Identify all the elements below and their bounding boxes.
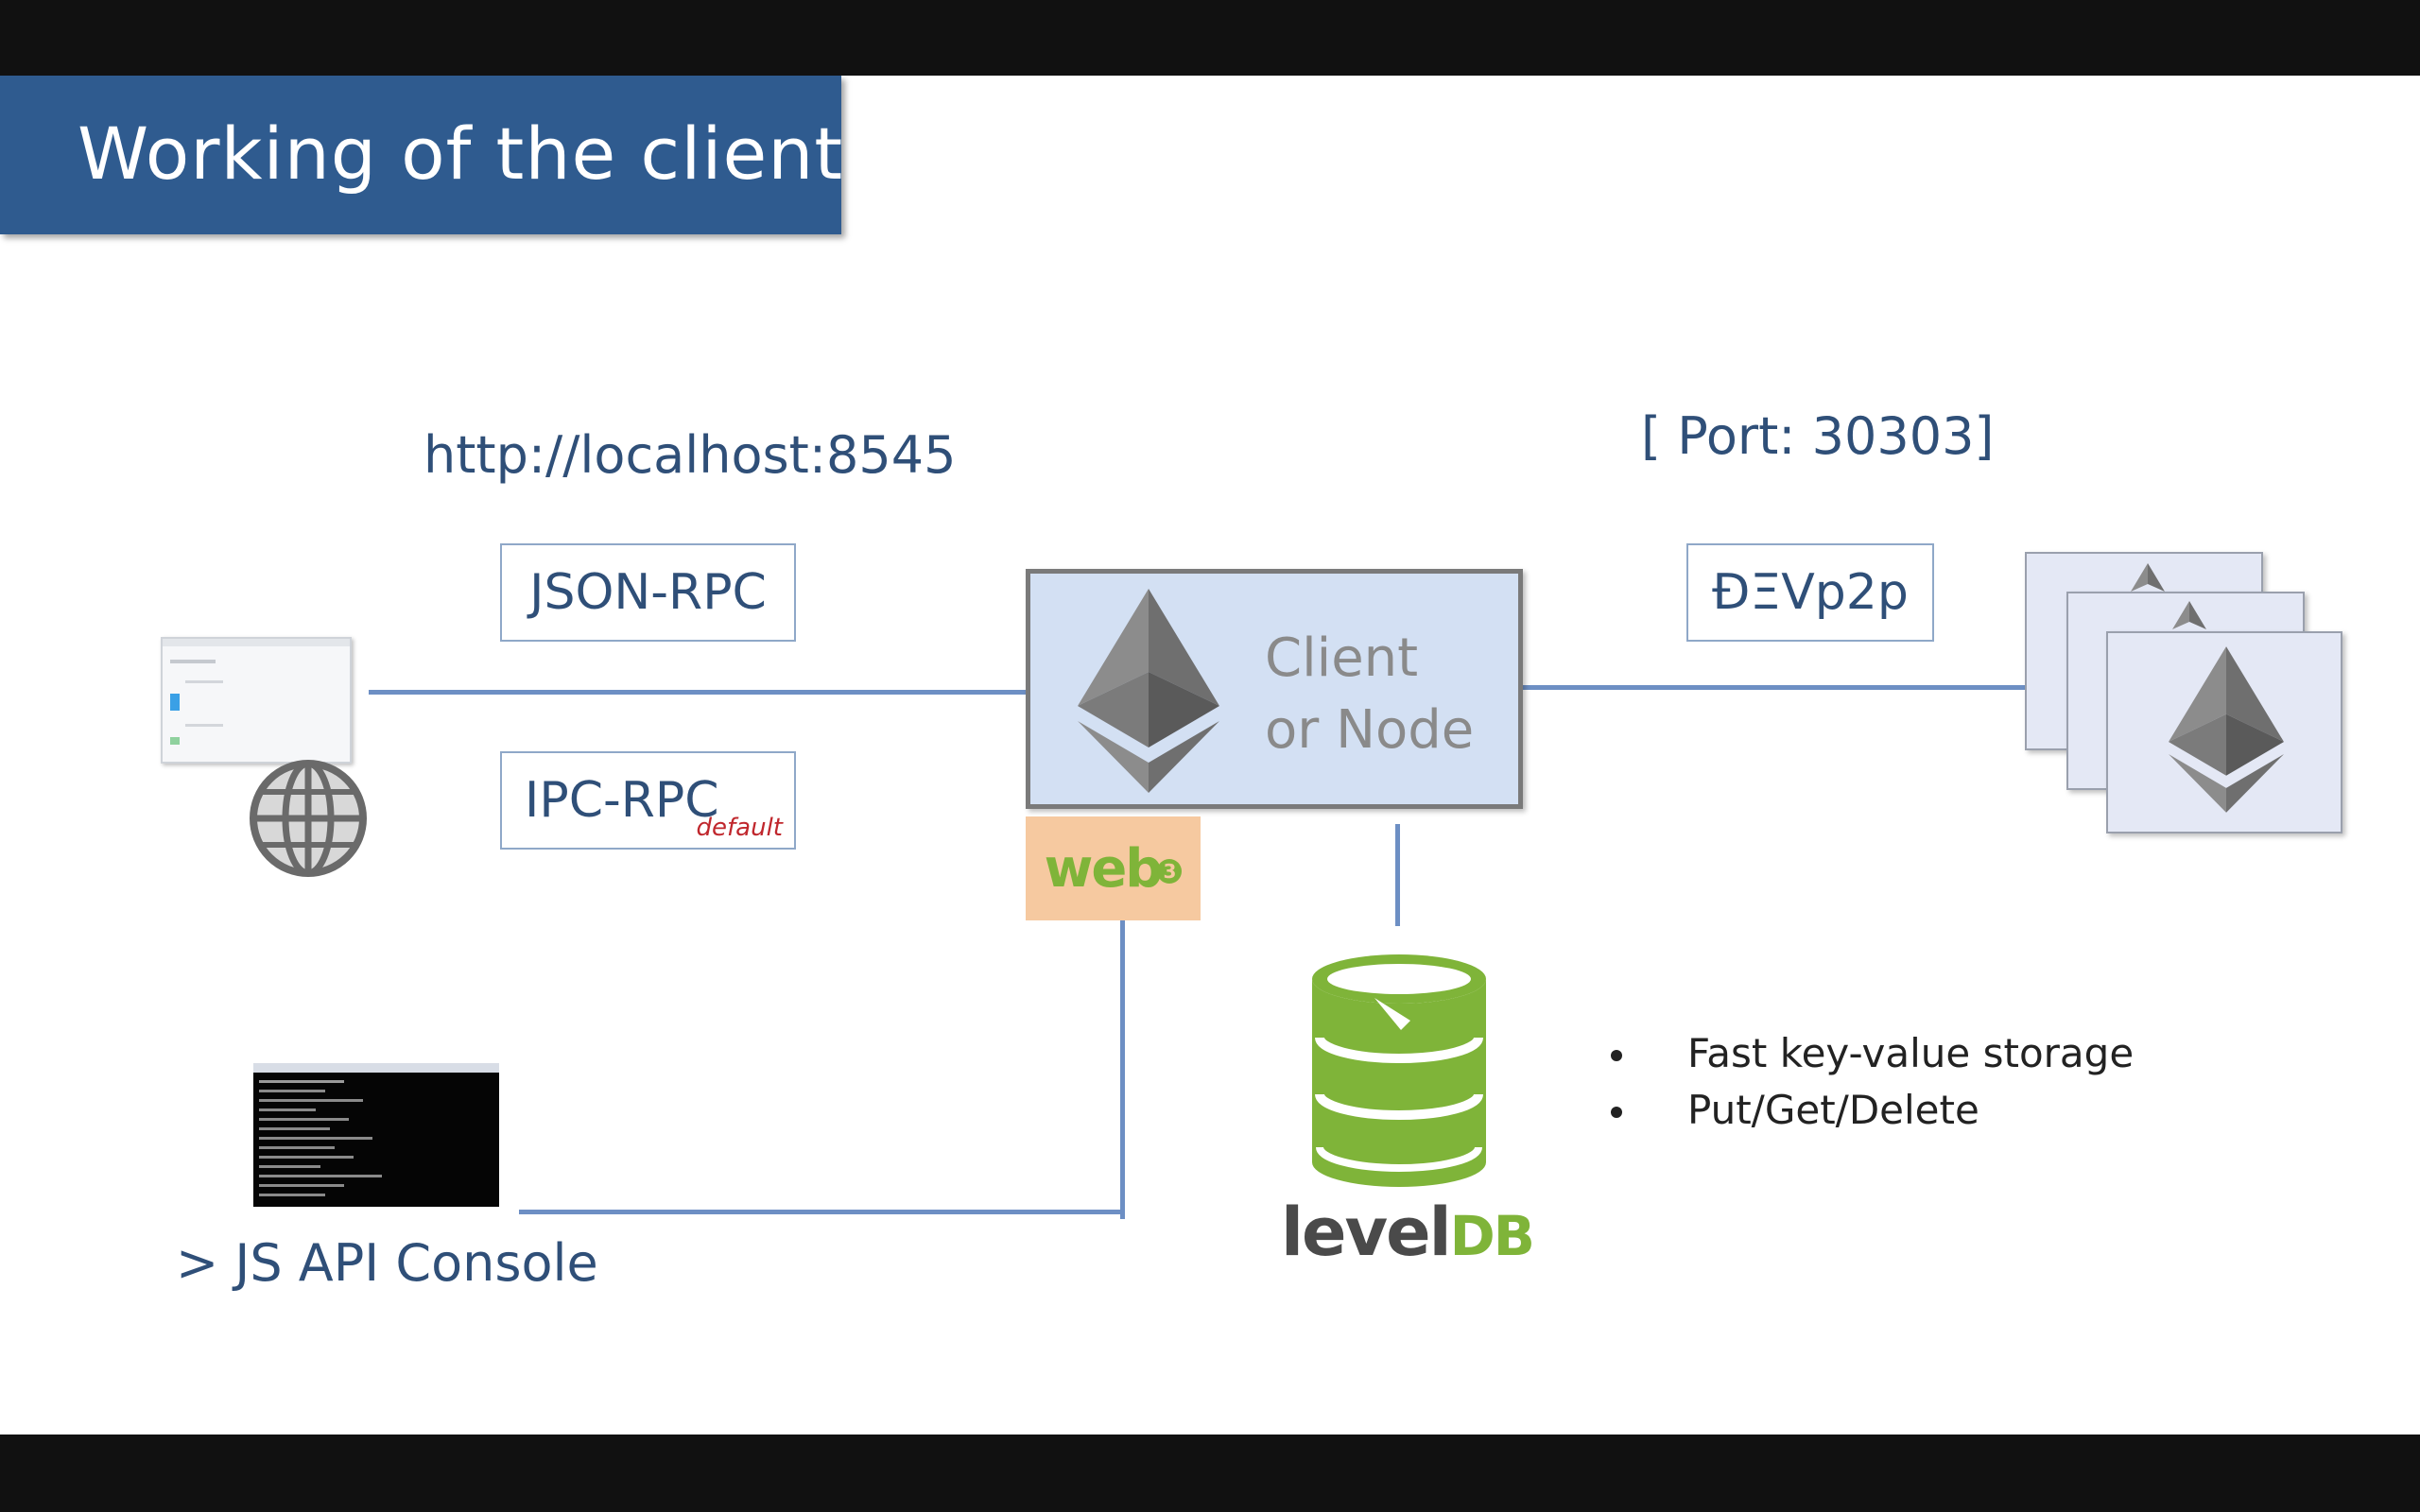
ipc-rpc-label: IPC-RPC [525,772,719,829]
slide: Working of the client http://localhost:8… [0,76,2420,1435]
terminal-window-icon [253,1063,499,1207]
connector-console-web3 [519,1210,1125,1214]
devp2p-label: ĐΞVp2p [1712,564,1909,621]
ethereum-diamond-icon [2169,646,2284,813]
list-item: Put/Get/Delete [1598,1082,2134,1139]
rpc-url: http://localhost:8545 [424,425,957,485]
js-api-console-label: > JS API Console [176,1233,598,1293]
connector-client-leveldb [1395,824,1400,926]
ethereum-diamond-icon [2131,563,2165,592]
database-cylinder-icon [1312,954,1486,1187]
browser-window-icon [161,637,352,764]
title-banner: Working of the client [0,76,844,234]
ethereum-diamond-icon [1078,589,1219,793]
connector-web3-down [1120,919,1125,1219]
devp2p-box: ĐΞVp2p [1686,543,1934,642]
connector-browser-client [369,690,1028,695]
client-node-label: Client or Node [1265,627,1475,761]
page-title: Working of the client [78,112,844,196]
client-node-box: Client or Node [1026,569,1523,809]
p2p-port: [ Port: 30303] [1641,406,1995,466]
json-rpc-label: JSON-RPC [529,564,767,621]
json-rpc-box: JSON-RPC [500,543,796,642]
leveldb-feature-list: Fast key-value storage Put/Get/Delete [1598,1025,2134,1139]
connector-client-peers [1523,685,2029,690]
ethereum-diamond-icon [2172,601,2206,629]
peer-node-card-front [2106,631,2342,833]
ipc-rpc-box: IPC-RPC default [500,751,796,850]
list-item: Fast key-value storage [1598,1025,2134,1082]
ipc-default-tag: default [696,814,783,842]
globe-icon [250,760,367,877]
leveldb-logo-text: levelDB [1281,1194,1535,1271]
